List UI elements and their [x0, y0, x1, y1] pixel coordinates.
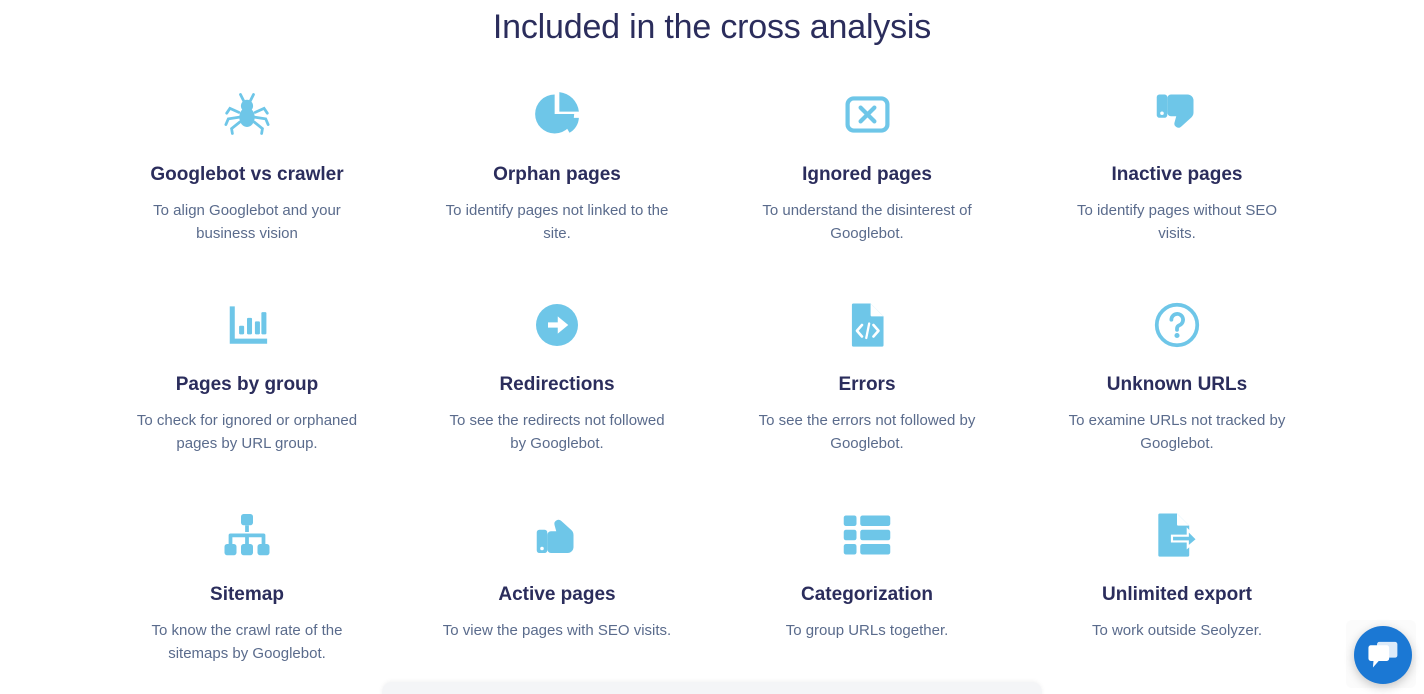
feature-card-unknown-urls[interactable]: Unknown URLs To examine URLs not tracked…	[1022, 297, 1332, 455]
feature-description: To understand the disinterest of Googleb…	[762, 202, 972, 242]
feature-card-active-pages[interactable]: Active pages To view the pages with SEO …	[402, 507, 712, 665]
feature-card-ignored-pages[interactable]: Ignored pages To understand the disinter…	[712, 86, 1022, 245]
feature-title: Orphan pages	[493, 164, 621, 185]
feature-card-redirections[interactable]: Redirections To see the redirects not fo…	[402, 297, 712, 455]
feature-title: Inactive pages	[1111, 164, 1243, 185]
feature-card-unlimited-export[interactable]: Unlimited export To work outside Seolyze…	[1022, 507, 1332, 665]
feature-description: To identify pages not linked to the site…	[445, 202, 669, 242]
thumbs-down-icon	[1153, 86, 1201, 142]
feature-card-pages-by-group[interactable]: Pages by group To check for ignored or o…	[92, 297, 402, 455]
file-export-icon	[1152, 507, 1202, 563]
feature-title: Sitemap	[210, 584, 284, 605]
feature-description: To work outside Seolyzer.	[1091, 622, 1263, 639]
feature-title: Ignored pages	[802, 164, 932, 185]
page-title: Included in the cross analysis	[492, 8, 932, 46]
feature-card-inactive-pages[interactable]: Inactive pages To identify pages without…	[1022, 86, 1332, 245]
feature-title: Redirections	[499, 374, 615, 395]
chat-bubbles-icon	[1368, 641, 1398, 669]
feature-description: To see the redirects not followed by Goo…	[449, 412, 665, 452]
window-close-icon	[843, 86, 892, 142]
file-code-icon	[845, 297, 889, 353]
feature-description: To examine URLs not tracked by Googlebot…	[1068, 412, 1286, 452]
feature-title: Errors	[838, 374, 896, 395]
feature-card-sitemap[interactable]: Sitemap To know the crawl rate of the si…	[92, 507, 402, 665]
feature-title: Categorization	[801, 584, 933, 605]
feature-description: To group URLs together.	[785, 622, 949, 639]
list-icon	[843, 507, 891, 563]
feature-description: To check for ignored or orphaned pages b…	[136, 412, 358, 452]
feature-description: To see the errors not followed by Google…	[758, 412, 976, 452]
chat-widget-button[interactable]	[1354, 626, 1412, 684]
spider-icon	[221, 86, 273, 142]
feature-title: Pages by group	[175, 374, 319, 395]
bottom-sheet-peek	[382, 682, 1042, 694]
question-circle-icon	[1153, 297, 1201, 353]
feature-card-orphan-pages[interactable]: Orphan pages To identify pages not linke…	[402, 86, 712, 245]
feature-grid: Googlebot vs crawler To align Googlebot …	[92, 52, 1332, 665]
feature-card-categorization[interactable]: Categorization To group URLs together.	[712, 507, 1022, 665]
thumbs-up-icon	[533, 507, 581, 563]
chart-pie-icon	[532, 86, 582, 142]
feature-description: To view the pages with SEO visits.	[442, 622, 672, 639]
feature-description: To align Googlebot and your business vis…	[153, 202, 341, 242]
feature-description: To identify pages without SEO visits.	[1076, 202, 1278, 242]
sitemap-icon	[223, 507, 271, 563]
arrow-circle-right-icon	[533, 297, 581, 353]
feature-card-googlebot-vs-crawler[interactable]: Googlebot vs crawler To align Googlebot …	[92, 86, 402, 245]
bar-chart-icon	[224, 297, 270, 353]
feature-card-errors[interactable]: Errors To see the errors not followed by…	[712, 297, 1022, 455]
feature-title: Unlimited export	[1102, 584, 1252, 605]
feature-title: Unknown URLs	[1106, 374, 1248, 395]
feature-description: To know the crawl rate of the sitemaps b…	[151, 622, 343, 662]
feature-title: Googlebot vs crawler	[150, 164, 344, 185]
feature-title: Active pages	[498, 584, 616, 605]
